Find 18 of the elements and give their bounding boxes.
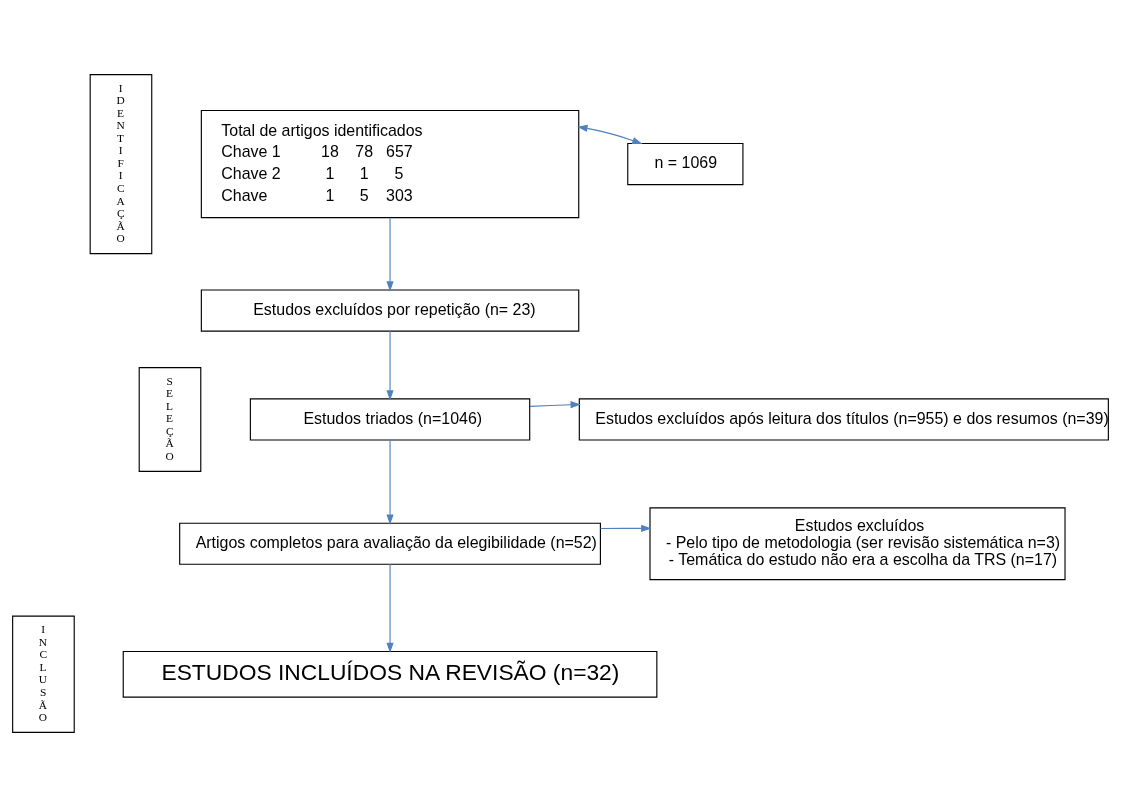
node-box: Estudos triados (n=1046) [249, 397, 531, 441]
node-box: Estudos excluídos após leitura dos títulos (n=955) e dos resumos (n=39) [578, 397, 1109, 441]
node-box: INCLUSÃO [12, 615, 75, 733]
arrow [386, 330, 394, 401]
node-box: Artigos completos para avaliação da elegibilidade (n=52) [179, 522, 601, 565]
arrow [386, 216, 394, 292]
node-box: Total de artigos identificados Chave 1 18 78 657 Chave 2 1 1 5 Chave 1 5 303 [200, 109, 580, 218]
node-box: ESTUDOS INCLUÍDOS NA REVISÃO (n=32) [122, 650, 658, 698]
node-box: n = 1069 [627, 142, 744, 185]
arrow [577, 124, 643, 144]
arrow [386, 563, 394, 653]
arrow [529, 400, 581, 408]
node-box: IDENTIFICAÇÃO [89, 73, 153, 254]
node-box: Estudos excluídos - Pelo tipo de metodologia (ser revisão sistemática n=3) - Temática do estudo não era a escolha da TRS (n=17) [649, 506, 1066, 580]
node-box: SELEÇÃO [138, 366, 202, 472]
node-box: Estudos excluídos por repetição (n= 23) [200, 289, 580, 332]
arrow [386, 439, 394, 525]
arrow [599, 524, 652, 532]
